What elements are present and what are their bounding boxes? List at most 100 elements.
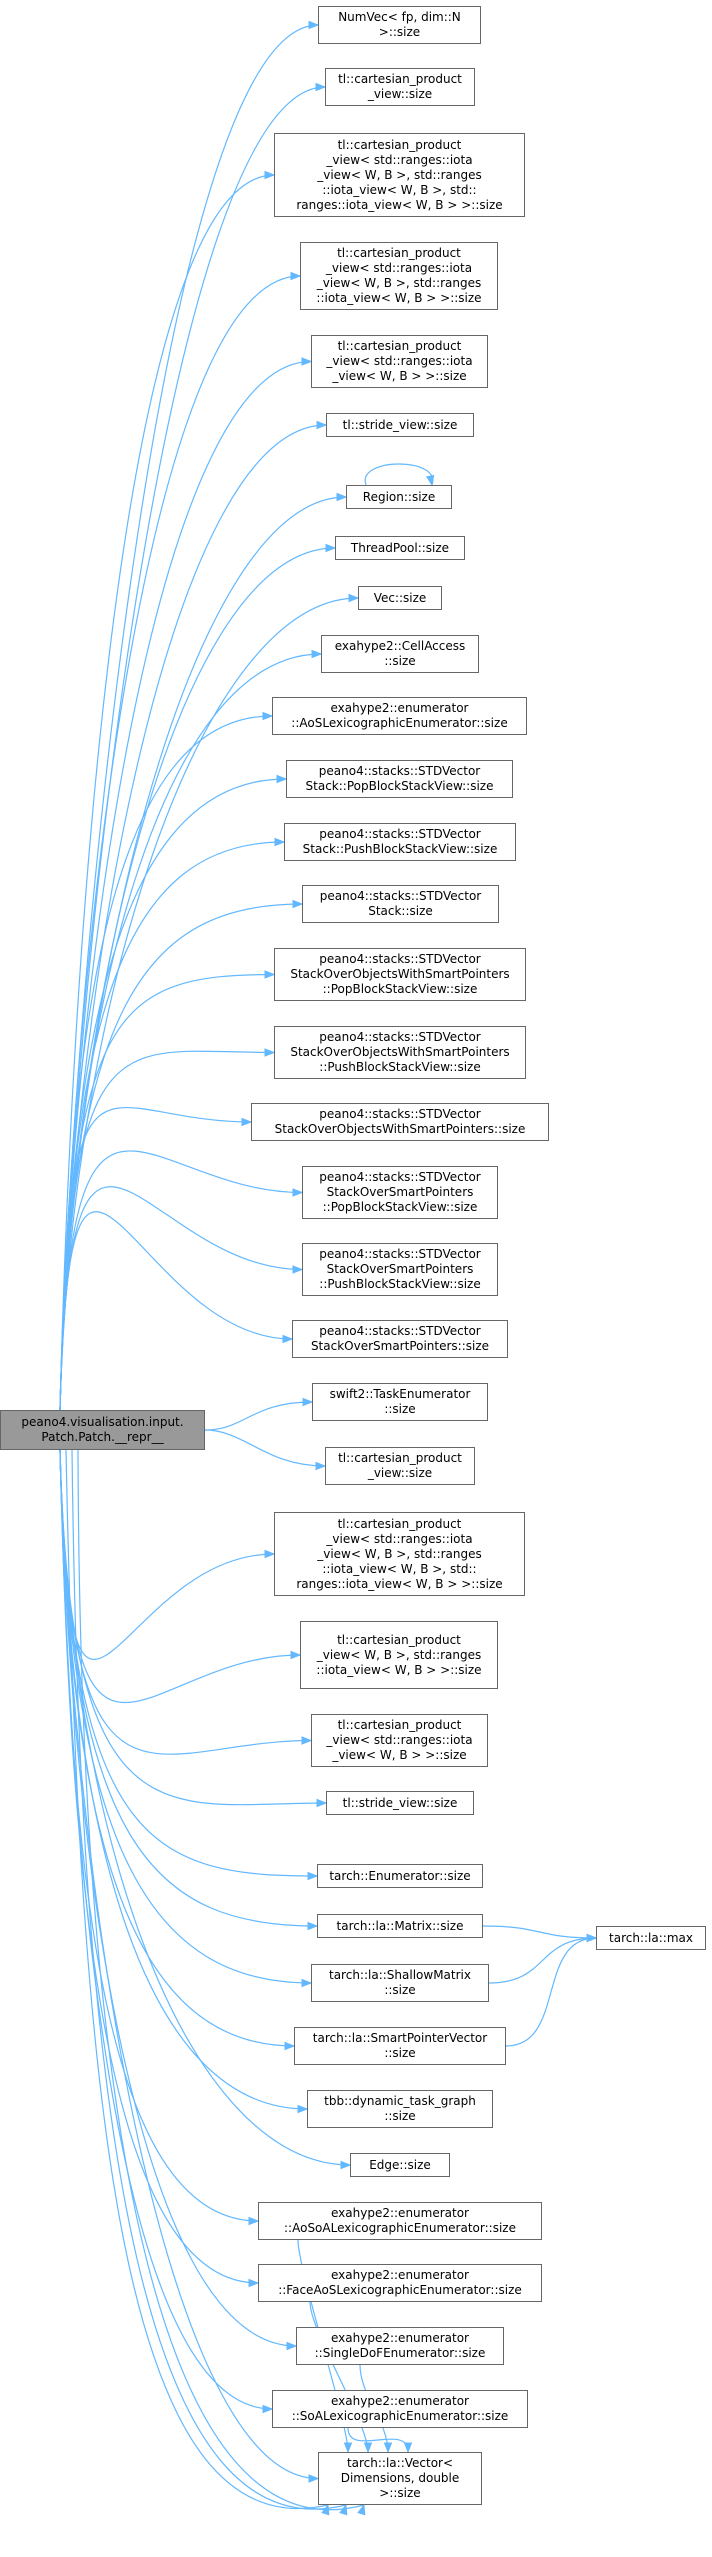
edge-call: [488, 1937, 597, 1984]
graph-node[interactable]: tl::cartesian_product_view< std::ranges:…: [311, 335, 488, 388]
graph-node-label-line: Vec::size: [373, 590, 427, 605]
graph-node-label-line: ::size: [384, 2109, 416, 2123]
graph-node-label-line: tarch::Enumerator::size: [329, 1868, 471, 1883]
graph-node[interactable]: tl::cartesian_product_view< std::ranges:…: [300, 242, 498, 310]
graph-node[interactable]: exahype2::enumerator::AoSLexicographicEn…: [272, 697, 527, 735]
graph-node-label-line: tl::cartesian_product: [337, 1516, 462, 1531]
edge-arrowhead: [292, 1188, 304, 1197]
edge-arrowhead: [248, 2216, 260, 2226]
graph-node-label-line: _view< std::ranges::iota: [326, 1733, 473, 1747]
graph-node[interactable]: tarch::la::SmartPointerVector::size: [294, 2027, 506, 2065]
edge-call: [59, 1449, 312, 1984]
edge-call: [59, 1050, 275, 1411]
edge-arrowhead: [316, 420, 328, 430]
edge-arrowhead: [348, 593, 360, 603]
graph-node-label-line: _view< W, B >, std::ranges: [317, 1546, 482, 1561]
graph-node-label-line: ::size: [384, 1983, 416, 1997]
graph-node[interactable]: tarch::la::Matrix::size: [317, 1914, 483, 1938]
graph-node-label-line: ::SingleDoFEnumerator::size: [314, 2346, 486, 2360]
edge-arrowhead: [264, 170, 276, 180]
edge-arrowhead: [316, 1798, 328, 1808]
graph-node-label-line: tarch::la::ShallowMatrix: [329, 1968, 471, 1982]
graph-node[interactable]: tl::cartesian_product_view::size: [325, 68, 475, 106]
graph-node[interactable]: tarch::la::max: [596, 1926, 706, 1950]
graph-node-label-line: Edge::size: [369, 2157, 431, 2172]
graph-node[interactable]: Edge::size: [350, 2153, 450, 2177]
edge-self-loop: [364, 463, 434, 486]
graph-node-label-line: peano4::stacks::STDVector: [319, 1030, 481, 1044]
edge-call: [59, 1449, 308, 2110]
graph-node-label-line: tl::cartesian_product: [338, 72, 462, 86]
edge-arrowhead: [307, 1921, 319, 1931]
graph-node[interactable]: tarch::la::Vector<Dimensions, double>::s…: [318, 2452, 482, 2505]
edge-call: [59, 778, 287, 1411]
graph-node-label-line: StackOverSmartPointers::size: [310, 1339, 490, 1353]
graph-node-label-line: tarch::la::SmartPointerVector: [312, 2031, 488, 2045]
graph-node-root[interactable]: peano4.visualisation.input.Patch.Patch._…: [0, 1410, 205, 1450]
graph-node[interactable]: tl::cartesian_product_view< std::ranges:…: [274, 133, 525, 217]
graph-node-label-line: _view< std::ranges::iota: [325, 261, 473, 275]
graph-node-label-line: ::iota_view< W, B >, std::: [322, 182, 477, 197]
graph-node-label-line: ::AoSLexicographicEnumerator::size: [291, 716, 508, 730]
graph-node-label-line: tl::cartesian_product: [337, 1632, 461, 1647]
graph-node[interactable]: ThreadPool::size: [335, 536, 465, 560]
edge-arrowhead: [290, 271, 302, 281]
edge-call: [59, 1449, 275, 1661]
graph-node-label-line: >::size: [379, 2486, 421, 2500]
graph-node[interactable]: tbb::dynamic_task_graph::size: [307, 2090, 493, 2128]
graph-node[interactable]: tl::stride_view::size: [326, 413, 474, 437]
graph-node[interactable]: Vec::size: [358, 586, 442, 610]
edge-call: [482, 1925, 597, 1939]
graph-node-label-line: ranges::iota_view< W, B > >::size: [296, 1576, 503, 1591]
edge-arrowhead: [284, 2041, 296, 2051]
graph-node[interactable]: tl::cartesian_product_view< W, B >, std:…: [300, 1621, 498, 1689]
graph-node[interactable]: tl::cartesian_product_view< std::ranges:…: [274, 1512, 525, 1596]
graph-node[interactable]: tl::cartesian_product_view::size: [325, 1447, 475, 1485]
graph-node[interactable]: exahype2::enumerator::AoSoALexicographic…: [258, 2202, 542, 2240]
graph-node-label-line: ::iota_view< W, B >, std::: [322, 1561, 477, 1576]
edge-arrowhead: [425, 474, 435, 487]
graph-node-label-line: ::iota_view< W, B > >::size: [316, 291, 482, 305]
graph-node-label-line: Stack::size: [368, 904, 433, 918]
graph-node[interactable]: swift2::TaskEnumerator::size: [312, 1383, 488, 1421]
edge-arrowhead: [297, 2104, 309, 2114]
graph-node-label-line: ::SoALexicographicEnumerator::size: [291, 2409, 509, 2423]
graph-node[interactable]: tarch::la::ShallowMatrix::size: [311, 1964, 489, 2002]
edge-arrowhead: [292, 899, 304, 909]
graph-node[interactable]: exahype2::CellAccess::size: [321, 635, 479, 673]
graph-node[interactable]: NumVec< fp, dim::N>::size: [318, 6, 481, 44]
graph-node[interactable]: tarch::Enumerator::size: [317, 1864, 483, 1888]
edge-arrowhead: [403, 2442, 413, 2454]
graph-node[interactable]: tl::cartesian_product_view< std::ranges:…: [311, 1714, 488, 1767]
graph-node[interactable]: exahype2::enumerator::FaceAoSLexicograph…: [258, 2264, 542, 2302]
edge-call: [59, 1449, 319, 2480]
graph-node-label-line: _view::size: [367, 87, 433, 101]
graph-node[interactable]: tl::stride_view::size: [326, 1791, 474, 1815]
graph-node-label-line: tarch::la::Matrix::size: [336, 1918, 464, 1933]
edge-arrowhead: [308, 20, 320, 30]
graph-node-label-line: tarch::la::max: [609, 1930, 693, 1945]
edge-call: [59, 1211, 293, 1411]
edge-call: [59, 1449, 297, 2347]
graph-node[interactable]: exahype2::enumerator::SoALexicographicEn…: [272, 2390, 528, 2428]
graph-node[interactable]: Region::size: [346, 485, 452, 509]
edge-call: [59, 86, 326, 1411]
graph-node-label-line: exahype2::CellAccess: [334, 639, 466, 653]
graph-node-label-line: _view< std::ranges::iota: [326, 152, 473, 167]
graph-node[interactable]: exahype2::enumerator::SingleDoFEnumerato…: [296, 2327, 504, 2365]
graph-node-label-line: ThreadPool::size: [350, 540, 450, 555]
edge-arrowhead: [290, 1650, 302, 1660]
graph-node-label-line: ::PushBlockStackView::size: [319, 1060, 481, 1074]
edge-arrowhead: [357, 2503, 366, 2516]
edge-call: [77, 1449, 365, 2511]
